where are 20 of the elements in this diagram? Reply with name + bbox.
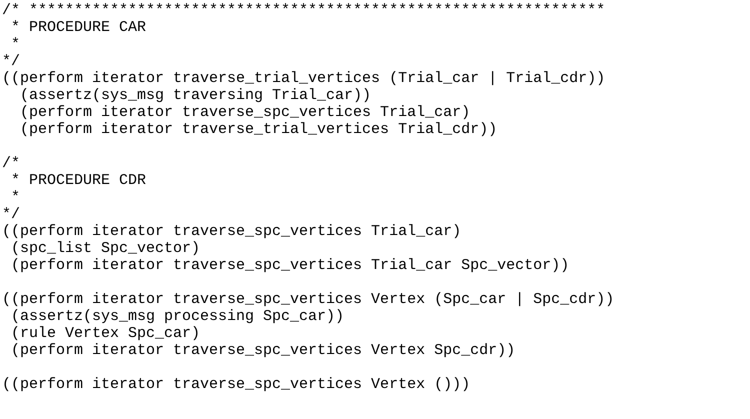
code-line: * PROCEDURE CDR — [10, 172, 146, 189]
code-line: ((perform iterator traverse_trial_vertices (Trial_car | Trial_cdr)) — [2, 70, 606, 87]
code-line: (perform iterator traverse_spc_vertices Trial_car) — [19, 104, 470, 121]
code-line: ((perform iterator traverse_spc_vertices Trial_car) — [2, 223, 462, 240]
code-line: (perform iterator traverse_trial_vertices Trial_cdr)) — [19, 121, 498, 138]
code-line: /* **************************************************************** — [2, 2, 606, 19]
code-line: /* — [2, 155, 20, 172]
code-line: */ — [2, 53, 20, 70]
code-line: (spc_list Spc_vector) — [10, 240, 200, 257]
code-line: (assertz(sys_msg traversing Trial_car)) — [19, 87, 372, 104]
code-line: */ — [2, 206, 20, 223]
code-line: (perform iterator traverse_spc_vertices Trial_car Spc_vector)) — [10, 257, 570, 274]
code-line: (perform iterator traverse_spc_vertices Vertex Spc_cdr)) — [10, 342, 516, 359]
code-line: ((perform iterator traverse_spc_vertices Vertex ())) — [2, 376, 470, 393]
code-line: * — [10, 36, 20, 53]
code-line: ((perform iterator traverse_spc_vertices Vertex (Spc_car | Spc_cdr)) — [2, 291, 614, 308]
code-line: * — [10, 189, 20, 206]
code-line: (assertz(sys_msg processing Spc_car)) — [10, 308, 344, 325]
code-line: (rule Vertex Spc_car) — [10, 325, 200, 342]
code-line: * PROCEDURE CAR — [10, 19, 146, 36]
